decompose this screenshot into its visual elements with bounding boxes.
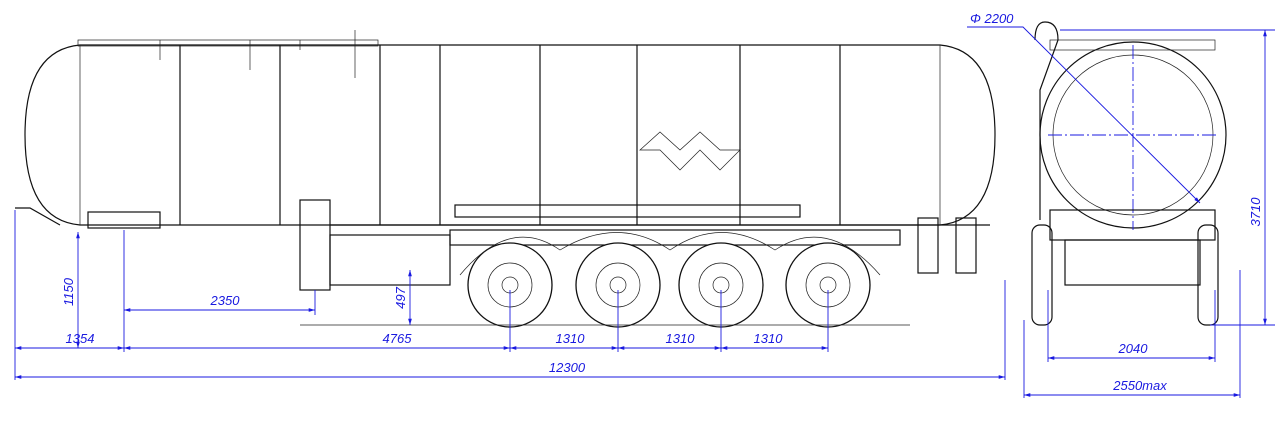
front-dimensions: 2040 2550max 3710 Φ 2200 [967,11,1275,398]
dim-track-width: 2040 [1118,341,1149,356]
hazard-placard [639,131,741,171]
dim-front-overhang: 1354 [66,331,95,346]
dim-axle-spacing-3: 1310 [754,331,784,346]
tank-body [24,44,996,226]
front-view: 2040 2550max 3710 Φ 2200 [967,11,1275,398]
front-chassis [1031,209,1219,326]
front-tank [1034,21,1227,230]
dim-tank-diameter: Φ 2200 [970,11,1014,26]
side-view: 12300 1354 4765 1310 1310 1310 2350 1150… [14,30,1006,380]
dim-overall-height: 3710 [1248,197,1263,227]
wheels [300,232,910,328]
dim-kingpin-to-axle: 4765 [383,331,413,346]
dim-kingpin-to-landing-gear: 2350 [210,293,241,308]
top-walkway [77,30,379,78]
side-dimensions: 12300 1354 4765 1310 1310 1310 2350 1150… [14,210,1006,380]
dim-axle-spacing-2: 1310 [666,331,696,346]
dim-fifth-wheel-height: 1150 [61,277,76,306]
dim-overall-width: 2550max [1112,378,1167,393]
dim-axle-spacing-1: 1310 [556,331,586,346]
dim-overall-length: 12300 [549,360,586,375]
chassis-frame [15,199,990,291]
dim-ground-clearance: 497 [393,286,408,308]
